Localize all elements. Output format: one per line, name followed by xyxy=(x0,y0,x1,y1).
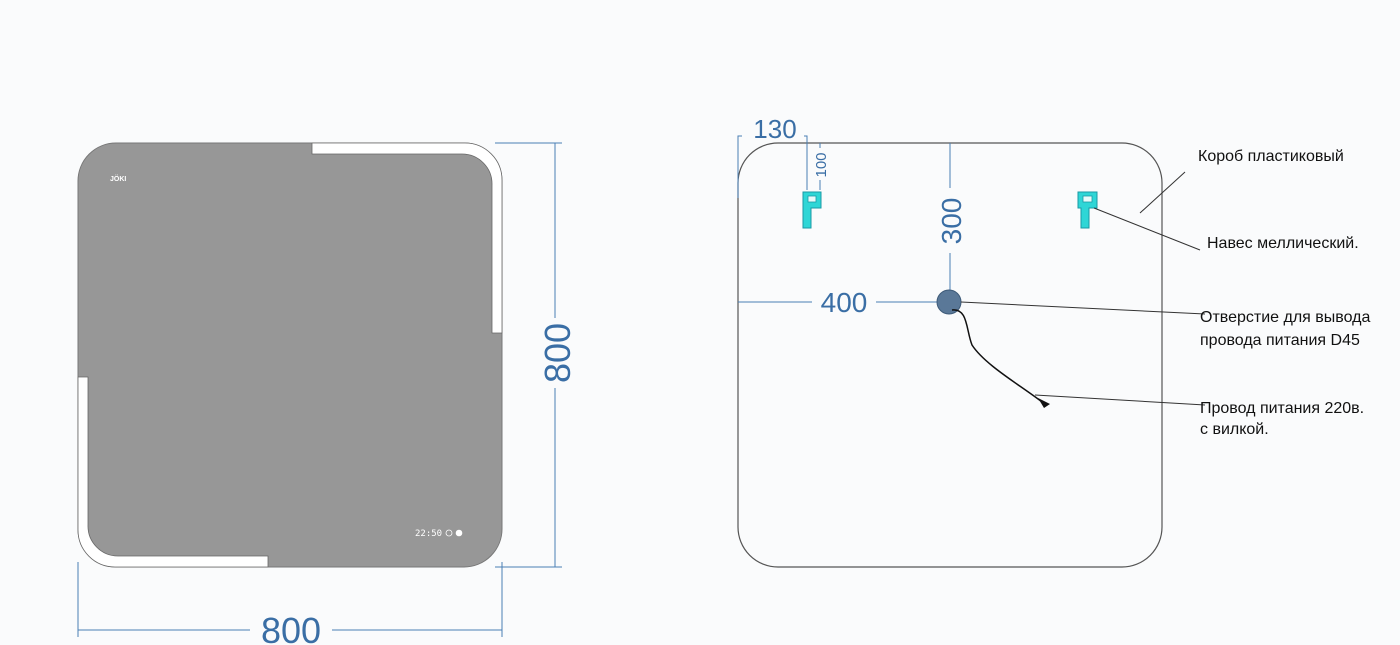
width-dimension: 800 xyxy=(77,562,503,645)
hanger-offset-x-label: 130 xyxy=(753,114,796,144)
label-hole-line1: Отверстие для вывода xyxy=(1200,309,1370,326)
hanger-left xyxy=(802,191,822,229)
height-dim-label: 800 xyxy=(537,323,578,383)
mirror-body xyxy=(77,142,503,568)
hole-from-top-label: 300 xyxy=(936,198,967,245)
led-strip-bottom-left xyxy=(77,376,269,568)
label-metal-hanger: Навес меллический. xyxy=(1207,235,1359,252)
back-view: 130 100 300 400 Короб пластиковый Нав xyxy=(737,114,1370,568)
hole-from-left-label: 400 xyxy=(821,287,868,318)
hanger-right xyxy=(1077,191,1098,229)
label-cable-line2: с вилкой. xyxy=(1200,421,1269,438)
hanger-offset-y-label: 100 xyxy=(813,152,830,177)
label-cable-line1: Провод питания 220в. xyxy=(1200,400,1364,417)
power-cable xyxy=(951,309,1043,403)
front-view: JÖKI 22:50 800 800 xyxy=(77,142,578,645)
label-plastic-box: Короб пластиковый xyxy=(1198,148,1344,165)
label-hole-line2: провода питания D45 xyxy=(1200,332,1360,349)
plug-icon xyxy=(1038,398,1050,408)
clock-display: 22:50 xyxy=(415,529,442,539)
touch-button-icon xyxy=(455,529,463,537)
height-dimension: 800 xyxy=(495,142,578,568)
width-dim-label: 800 xyxy=(261,610,321,645)
led-strip-top-right xyxy=(311,142,503,334)
touch-button-icon xyxy=(445,529,453,537)
brand-logo: JÖKI xyxy=(110,174,126,183)
